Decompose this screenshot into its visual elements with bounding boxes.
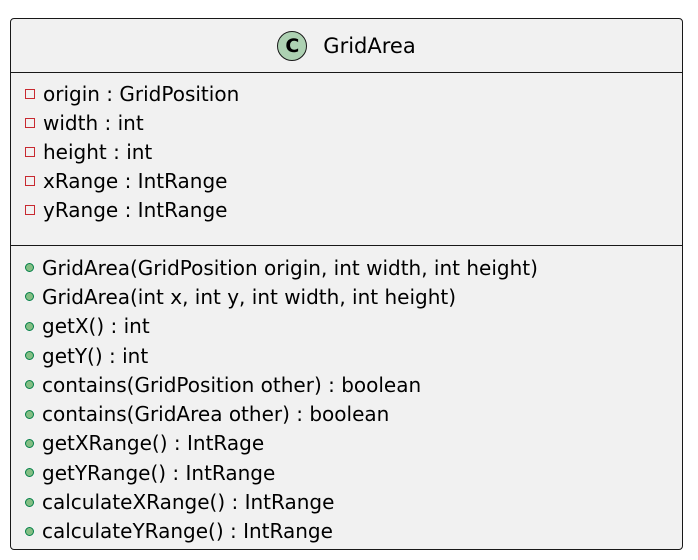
- private-visibility-icon: [25, 88, 35, 99]
- method-row: calculateYRange() : IntRange: [25, 517, 682, 546]
- method-text: GridArea(int x, int y, int width, int he…: [42, 284, 457, 309]
- field-text: origin : GridPosition: [43, 81, 240, 106]
- method-text: getY() : int: [42, 343, 149, 368]
- public-visibility-icon: [25, 263, 34, 273]
- methods-section: GridArea(GridPosition origin, int width,…: [11, 246, 682, 549]
- method-row: getX() : int: [25, 312, 682, 341]
- public-visibility-icon: [25, 438, 34, 448]
- method-row: getY() : int: [25, 341, 682, 370]
- field-row: xRange : IntRange: [25, 166, 682, 195]
- method-text: getXRange() : IntRage: [42, 431, 265, 456]
- public-visibility-icon: [25, 351, 34, 361]
- private-visibility-icon: [25, 117, 35, 128]
- method-text: GridArea(GridPosition origin, int width,…: [42, 255, 538, 280]
- method-row: getXRange() : IntRage: [25, 429, 682, 458]
- method-row: getYRange() : IntRange: [25, 458, 682, 487]
- method-row: contains(GridPosition other) : boolean: [25, 370, 682, 399]
- class-header: C GridArea: [11, 19, 682, 73]
- class-stereotype-letter: C: [285, 34, 300, 57]
- private-visibility-icon: [25, 204, 35, 215]
- public-visibility-icon: [25, 409, 34, 419]
- field-row: origin : GridPosition: [25, 79, 682, 108]
- method-text: calculateYRange() : IntRange: [42, 519, 333, 544]
- public-visibility-icon: [25, 321, 34, 331]
- class-stereotype-icon: C: [277, 30, 308, 61]
- field-row: height : int: [25, 137, 682, 166]
- public-visibility-icon: [25, 497, 34, 507]
- public-visibility-icon: [25, 292, 34, 302]
- method-text: contains(GridArea other) : boolean: [42, 402, 390, 427]
- method-row: GridArea(GridPosition origin, int width,…: [25, 253, 682, 282]
- method-row: calculateXRange() : IntRange: [25, 487, 682, 516]
- field-text: yRange : IntRange: [43, 197, 228, 222]
- class-name: GridArea: [323, 33, 416, 58]
- field-text: xRange : IntRange: [43, 168, 228, 193]
- fields-section: origin : GridPosition width : int height…: [11, 73, 682, 246]
- field-row: width : int: [25, 108, 682, 137]
- uml-class-box: C GridArea origin : GridPosition width :…: [10, 18, 683, 550]
- field-text: width : int: [43, 110, 144, 135]
- private-visibility-icon: [25, 146, 35, 157]
- field-row: yRange : IntRange: [25, 195, 682, 224]
- method-text: calculateXRange() : IntRange: [42, 490, 335, 515]
- public-visibility-icon: [25, 380, 34, 390]
- private-visibility-icon: [25, 175, 35, 186]
- method-row: contains(GridArea other) : boolean: [25, 399, 682, 428]
- method-text: contains(GridPosition other) : boolean: [42, 372, 422, 397]
- public-visibility-icon: [25, 526, 34, 536]
- field-text: height : int: [43, 139, 153, 164]
- method-row: GridArea(int x, int y, int width, int he…: [25, 282, 682, 311]
- public-visibility-icon: [25, 468, 34, 478]
- method-text: getYRange() : IntRange: [42, 460, 276, 485]
- method-text: getX() : int: [42, 314, 150, 339]
